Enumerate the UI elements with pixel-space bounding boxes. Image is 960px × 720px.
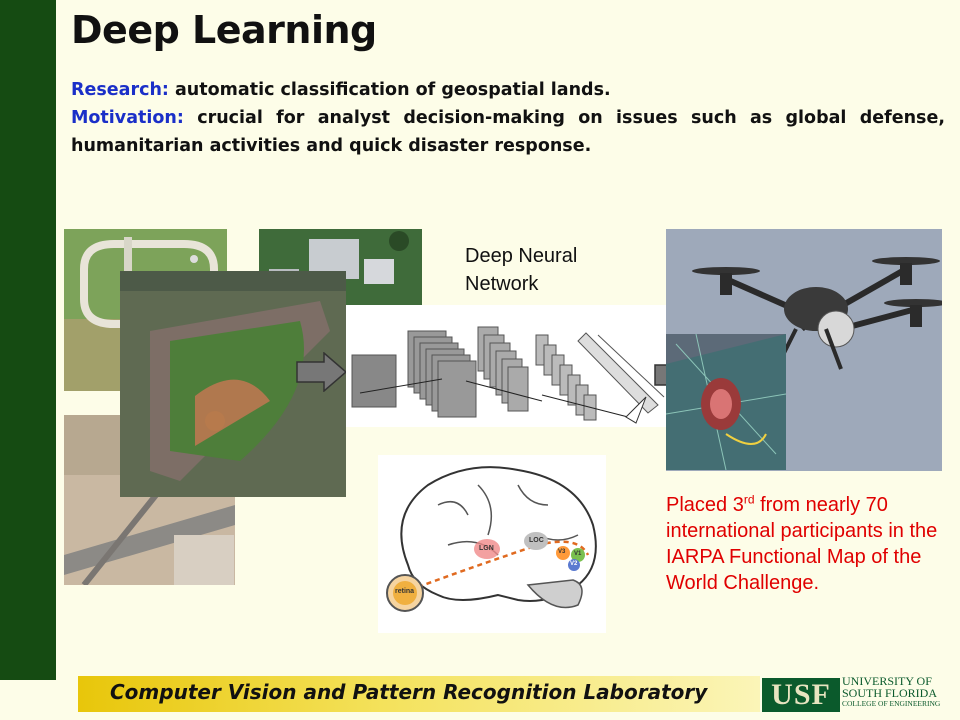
usf-logo-letters: USF bbox=[771, 678, 831, 711]
research-label: Research: bbox=[71, 80, 169, 100]
brain-label-v1: V1 bbox=[574, 551, 582, 557]
slide-body: Research: automatic classification of ge… bbox=[71, 76, 945, 160]
motivation-label: Motivation: bbox=[71, 108, 184, 128]
lab-name: Computer Vision and Pattern Recognition … bbox=[110, 680, 708, 704]
result-text-end: from nearly 70 international participant… bbox=[666, 494, 938, 594]
university-line-3: COLLEGE OF ENGINEERING bbox=[842, 699, 941, 708]
dnn-label: Deep Neural Network bbox=[465, 245, 578, 295]
university-name: UNIVERSITY OF SOUTH FLORIDA COLLEGE OF E… bbox=[842, 675, 940, 709]
university-line-2: SOUTH FLORIDA bbox=[842, 686, 938, 700]
brain-label-v3: V3 bbox=[558, 549, 566, 555]
result-text: Placed 3rd from nearly 70 international … bbox=[666, 492, 956, 596]
cnn-diagram bbox=[346, 305, 668, 427]
university-line-1: UNIVERSITY OF bbox=[842, 674, 932, 688]
brain-label-v2: V2 bbox=[570, 561, 578, 567]
usf-logo-box bbox=[762, 678, 840, 712]
research-line: Research: automatic classification of ge… bbox=[71, 76, 945, 104]
arrow-right-icon bbox=[296, 352, 348, 392]
footer-banner bbox=[78, 676, 760, 712]
brain-label-retina: retina bbox=[395, 588, 415, 595]
motivation-line: Motivation: crucial for analyst decision… bbox=[71, 104, 945, 160]
brain-label-loc: LOC bbox=[529, 537, 544, 544]
brain-diagram: retina LGN LOC V3 V1 V2 bbox=[378, 455, 606, 633]
motivation-text: crucial for analyst decision-making on i… bbox=[71, 108, 945, 156]
brain-label-lgn: LGN bbox=[479, 545, 494, 552]
research-text: automatic classification of geospatial l… bbox=[168, 80, 611, 100]
sidebar-bar bbox=[0, 0, 56, 680]
result-text-start: Placed 3 bbox=[666, 494, 744, 516]
result-ordinal: rd bbox=[743, 492, 755, 507]
slide-title: Deep Learning bbox=[71, 8, 377, 52]
aerial-photo-stadium bbox=[120, 271, 346, 497]
map-overlay-photo bbox=[666, 334, 786, 470]
